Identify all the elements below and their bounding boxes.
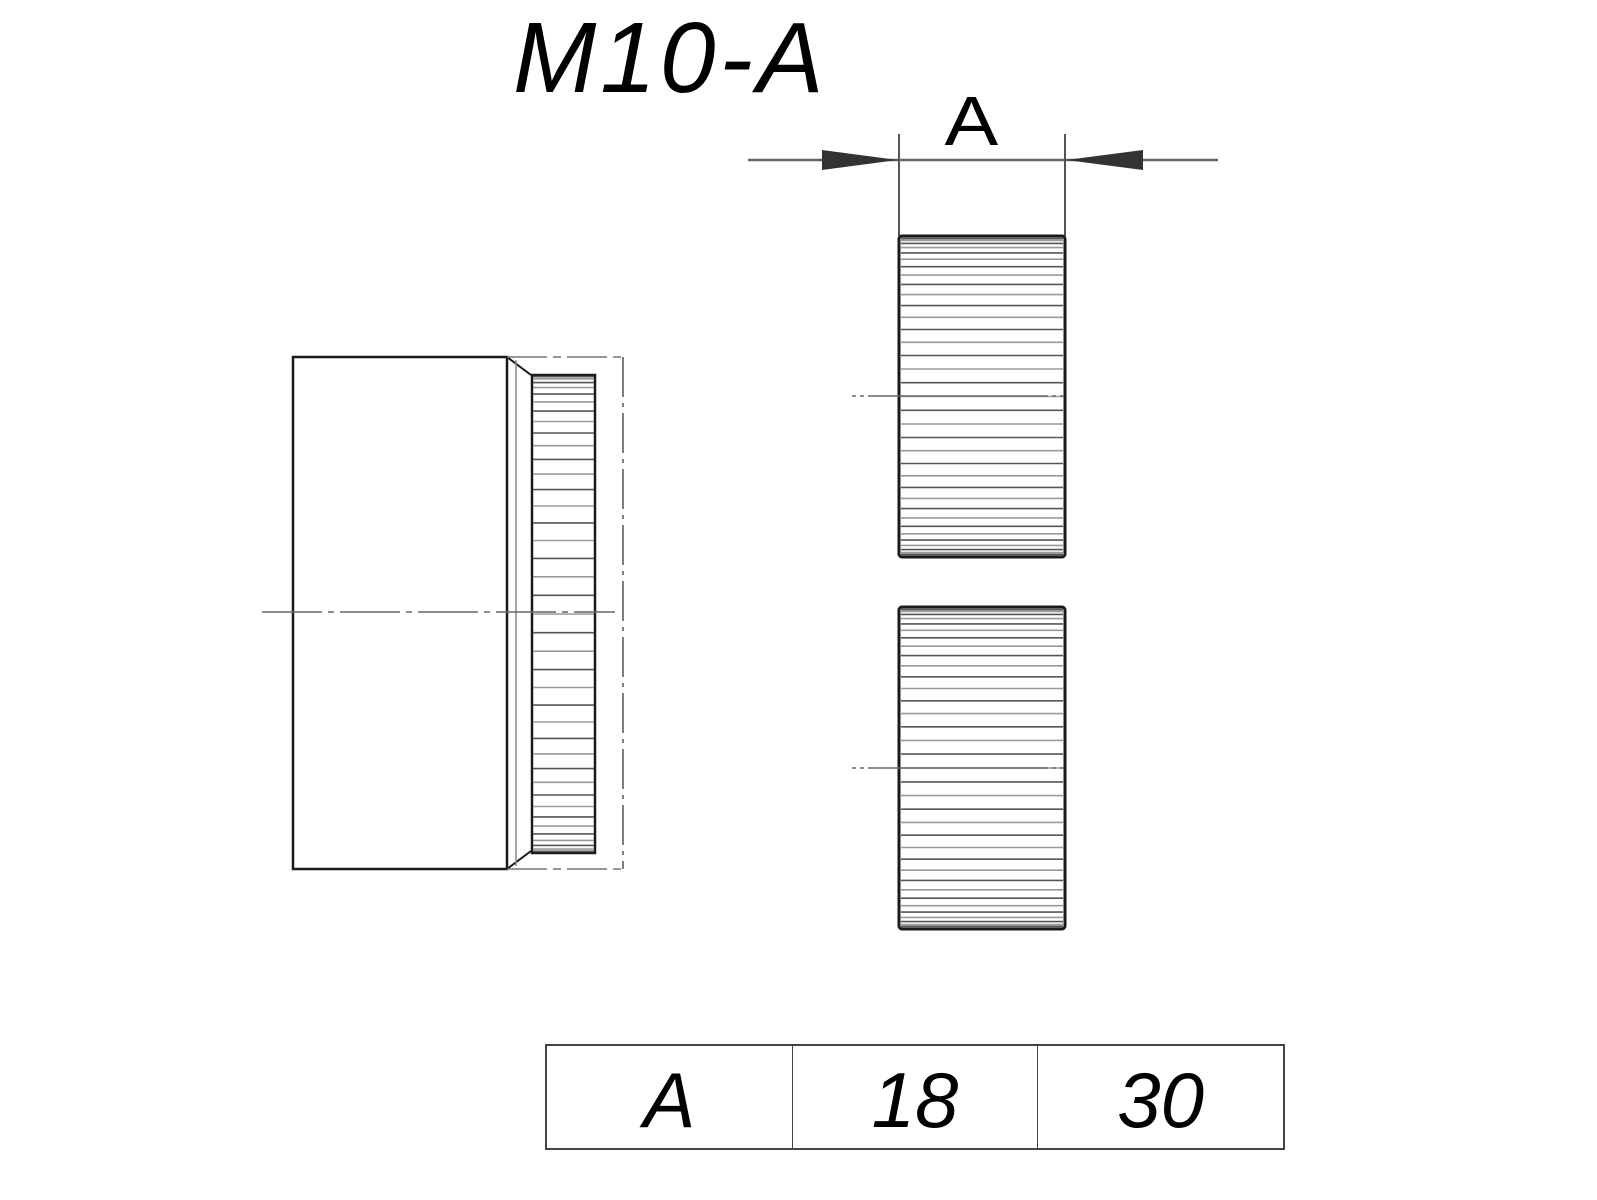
table-cell-value-1: 18	[793, 1046, 1039, 1148]
table-cell-label: A	[547, 1046, 793, 1148]
side-knurl-lines	[533, 375, 594, 853]
arrow-left-icon	[822, 150, 898, 170]
front-view-bottom	[852, 605, 1095, 931]
dimension-a	[748, 134, 1218, 236]
dimension-label: A	[944, 82, 999, 160]
dimension-table: A 18 30	[545, 1044, 1285, 1150]
drawing-title: M10-A	[513, 2, 828, 114]
arrow-right-icon	[1066, 150, 1143, 170]
table-cell-value-2: 30	[1117, 1055, 1205, 1144]
front-view-top	[852, 234, 1095, 559]
side-view-knurled-nut	[262, 355, 624, 871]
front-knurl-lines-bottom	[901, 608, 1063, 928]
